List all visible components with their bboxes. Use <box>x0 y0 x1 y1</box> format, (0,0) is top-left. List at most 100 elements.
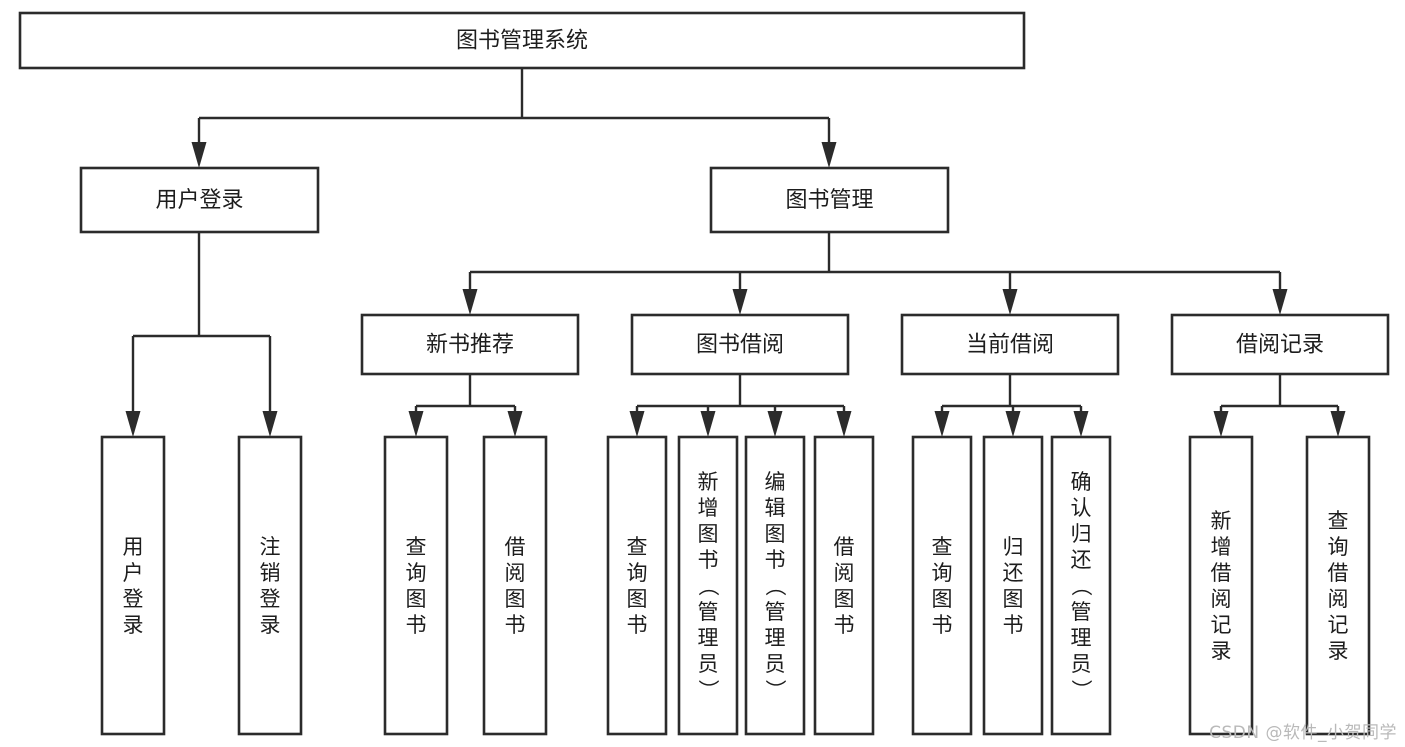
node-label: 新书推荐 <box>426 333 514 358</box>
node-label-char: 书 <box>406 613 427 637</box>
node-box <box>79 166 320 234</box>
node-records[interactable]: 借阅记录 <box>1170 313 1390 376</box>
connector-current <box>934 374 1089 437</box>
node-label-char: 图 <box>1003 587 1024 611</box>
node-label-char: 管 <box>698 600 719 624</box>
connector-bookmgmt <box>462 232 1288 315</box>
node-label-char: 户 <box>123 561 144 585</box>
node-label-char: 还 <box>1071 548 1092 572</box>
node-label-char: 新 <box>698 470 719 494</box>
node-label-char: 图 <box>932 587 953 611</box>
node-label-char: 书 <box>505 613 526 637</box>
node-label-char: 书 <box>1003 613 1024 637</box>
node-box <box>100 435 166 736</box>
connector-borrow <box>629 374 852 437</box>
connector-layer <box>125 68 1346 437</box>
node-label-char: 确 <box>1071 470 1092 494</box>
node-label-char: 管 <box>1071 600 1092 624</box>
node-root[interactable]: 图书管理系统 <box>18 11 1026 70</box>
node-label-char: 管 <box>765 600 786 624</box>
node-label-char: ） <box>696 679 720 700</box>
node-label-char: 书 <box>698 548 719 572</box>
arrow-head-icon <box>732 289 748 315</box>
node-label-char: 询 <box>1328 535 1349 559</box>
node-label-char: 查 <box>1328 509 1349 533</box>
node-label-char: 图 <box>765 522 786 546</box>
node-box <box>709 166 950 234</box>
node-label-char: 书 <box>834 613 855 637</box>
node-label-char: 员 <box>698 652 719 676</box>
node-label-char: 询 <box>627 561 648 585</box>
node-label-char: 还 <box>1003 561 1024 585</box>
node-box <box>18 11 1026 70</box>
node-current[interactable]: 当前借阅 <box>900 313 1120 376</box>
arrow-head-icon <box>191 142 207 168</box>
node-label: 借阅记录 <box>1236 333 1324 358</box>
connector-records <box>1213 374 1346 437</box>
arrow-head-icon <box>1272 289 1288 315</box>
node-label-char: ） <box>763 679 787 700</box>
arrow-head-icon <box>462 289 478 315</box>
node-label-char: 阅 <box>505 561 526 585</box>
node-label-char: 图 <box>627 587 648 611</box>
node-label-char: 增 <box>1211 535 1232 559</box>
node-label: 图书借阅 <box>696 333 784 358</box>
node-label-char: 员 <box>1071 652 1092 676</box>
node-label-char: （ <box>763 575 787 596</box>
node-label-char: 编 <box>765 470 786 494</box>
node-label-char: 询 <box>406 561 427 585</box>
node-label-char: 书 <box>932 613 953 637</box>
arrow-head-icon <box>1213 411 1229 437</box>
node-login[interactable]: 用户登录 <box>79 166 320 234</box>
node-label: 用户登录 <box>155 188 243 213</box>
node-box <box>630 313 850 376</box>
node-label-char: （ <box>1069 575 1093 596</box>
connector-login <box>125 232 278 437</box>
arrow-head-icon <box>767 411 783 437</box>
node-bookmgmt[interactable]: 图书管理 <box>709 166 950 234</box>
node-box <box>911 435 973 736</box>
node-label-char: 阅 <box>1211 587 1232 611</box>
node-box <box>482 435 548 736</box>
node-label-char: 阅 <box>1328 587 1349 611</box>
arrow-head-icon <box>1005 411 1021 437</box>
node-box <box>813 435 875 736</box>
node-label-char: 登 <box>123 587 144 611</box>
arrow-head-icon <box>262 411 278 437</box>
node-borrow[interactable]: 图书借阅 <box>630 313 850 376</box>
arrow-head-icon <box>1330 411 1346 437</box>
node-box <box>237 435 303 736</box>
node-label-char: 记 <box>1211 613 1232 637</box>
node-label-char: 借 <box>1328 561 1349 585</box>
node-label-char: 图 <box>505 587 526 611</box>
arrow-head-icon <box>1073 411 1089 437</box>
node-label: 当前借阅 <box>966 333 1054 358</box>
node-label-char: 增 <box>698 496 719 520</box>
node-box <box>982 435 1044 736</box>
node-label-char: 记 <box>1328 613 1349 637</box>
node-box <box>744 435 806 736</box>
arrow-head-icon <box>629 411 645 437</box>
node-label: 图书管理 <box>785 188 873 213</box>
node-label-char: 新 <box>1211 509 1232 533</box>
node-newbook[interactable]: 新书推荐 <box>360 313 580 376</box>
node-box <box>1188 435 1254 736</box>
node-leaf-user-login[interactable]: 用户登录 <box>100 435 166 736</box>
node-label-char: 归 <box>1071 522 1092 546</box>
node-label-char: 销 <box>260 561 281 585</box>
node-label-char: 借 <box>1211 561 1232 585</box>
node-box <box>1050 435 1112 736</box>
